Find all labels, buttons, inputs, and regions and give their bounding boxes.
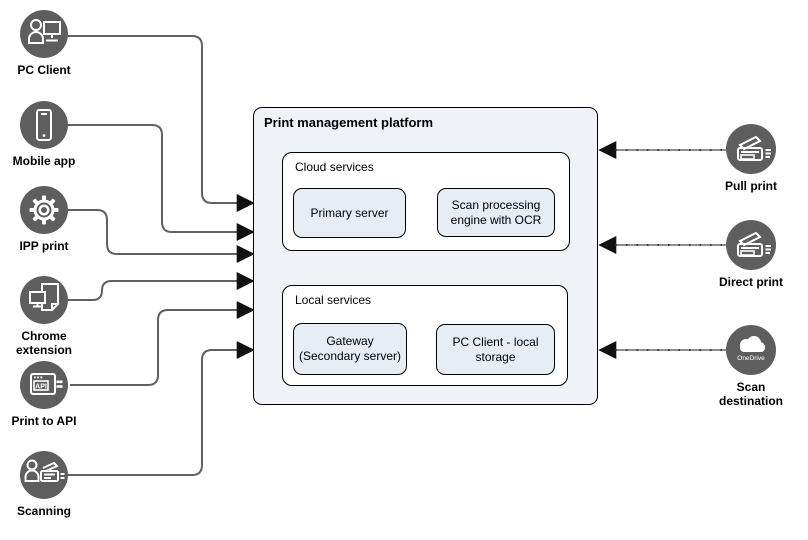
node-print-to-api: API Print to API	[0, 361, 88, 428]
node-chrome-extension: Chrome extension	[0, 276, 88, 357]
pc-client-local-storage-box: PC Client - local storage	[436, 324, 555, 375]
pc-client-local-storage-label: PC Client - local storage	[452, 334, 539, 364]
connector-ipp-print	[67, 209, 255, 263]
printer-icon	[726, 124, 776, 174]
gear-icon	[20, 186, 68, 234]
node-ipp-print: IPP print	[0, 186, 88, 253]
api-icon-text: API	[35, 383, 47, 390]
onedrive-cloud-icon: OneDrive	[726, 325, 776, 375]
node-scan-destination-label: Scan destination	[718, 380, 783, 408]
scan-processing-box: Scan processing engine with OCR	[437, 188, 555, 237]
connector-pc-client	[68, 35, 255, 212]
node-pull-print: Pull print	[707, 124, 795, 193]
node-mobile-app-label: Mobile app	[12, 154, 76, 168]
pc-client-icon	[20, 10, 68, 58]
gateway-label: Gateway (Secondary server)	[298, 334, 402, 363]
node-direct-print-label: Direct print	[718, 275, 783, 289]
node-scan-destination: OneDrive Scan destination	[707, 325, 795, 408]
node-print-to-api-label: Print to API	[11, 414, 77, 428]
api-window-icon: API	[20, 361, 68, 409]
platform-title: Print management platform	[264, 115, 434, 130]
node-pull-print-label: Pull print	[725, 179, 777, 193]
onedrive-icon-text: OneDrive	[737, 355, 765, 362]
cloud-services-label: Cloud services	[295, 160, 374, 174]
mobile-phone-icon	[20, 101, 68, 149]
connector-scanning	[66, 341, 255, 476]
node-ipp-print-label: IPP print	[19, 239, 69, 253]
printer-icon	[726, 220, 776, 270]
node-pc-client-label: PC Client	[17, 63, 71, 77]
node-pc-client: PC Client	[0, 10, 88, 77]
node-chrome-extension-label: Chrome extension	[15, 329, 72, 357]
primary-server-box: Primary server	[293, 188, 406, 238]
scan-processing-label: Scan processing engine with OCR	[450, 197, 542, 227]
node-scanning-label: Scanning	[16, 504, 71, 518]
connector-print-to-api	[70, 301, 255, 386]
gateway-box: Gateway (Secondary server)	[293, 323, 407, 375]
primary-server-label: Primary server	[310, 205, 389, 220]
node-direct-print: Direct print	[707, 220, 795, 289]
node-scanning: Scanning	[0, 451, 88, 518]
connector-chrome-extension	[66, 272, 255, 301]
connector-mobile-app	[67, 124, 255, 241]
node-mobile-app: Mobile app	[0, 101, 88, 168]
person-scanner-icon	[20, 451, 68, 499]
monitor-page-icon	[20, 276, 68, 324]
local-services-label: Local services	[295, 293, 372, 307]
